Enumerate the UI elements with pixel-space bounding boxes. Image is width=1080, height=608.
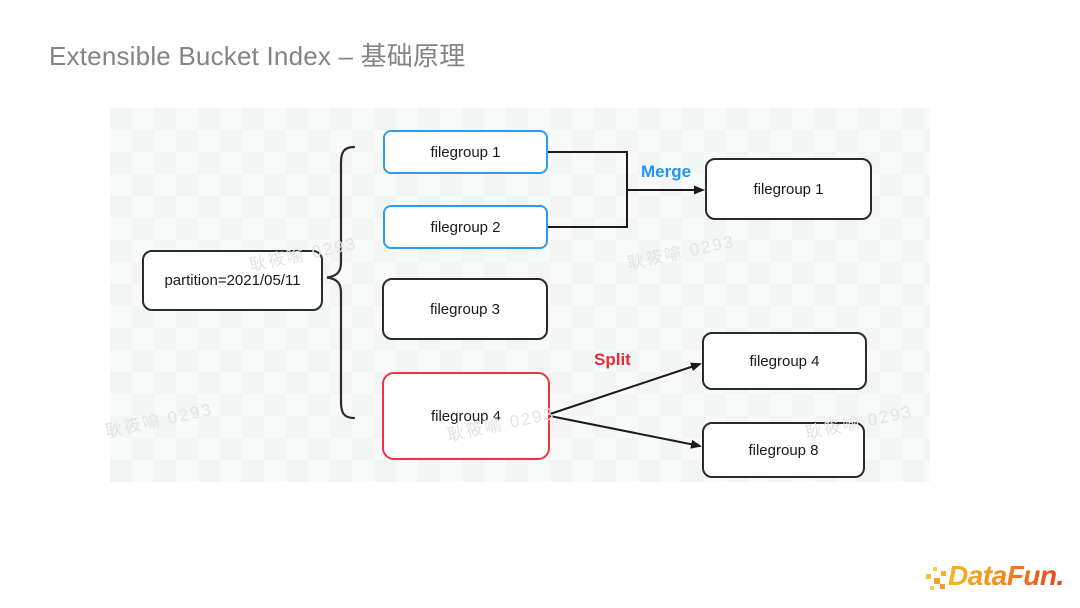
split-arrow-upper bbox=[549, 362, 702, 415]
filegroup1-source-label: filegroup 1 bbox=[430, 143, 501, 161]
logo-pixel-decoration bbox=[930, 586, 934, 590]
filegroup1-source-node: filegroup 1 bbox=[383, 130, 548, 174]
logo-pixel-decoration bbox=[940, 584, 945, 589]
partition-brace bbox=[326, 145, 356, 420]
merge-connector-line bbox=[548, 151, 628, 228]
logo-pixel-decoration bbox=[941, 571, 946, 576]
logo-pixel-decoration bbox=[933, 567, 937, 571]
partition-node: partition=2021/05/11 bbox=[142, 250, 323, 311]
split-label: Split bbox=[594, 350, 631, 369]
logo-pixel-decoration bbox=[934, 578, 940, 584]
filegroup3-source-node: filegroup 3 bbox=[382, 278, 548, 340]
split-target1-node: filegroup 4 bbox=[702, 332, 867, 390]
partition-label: partition=2021/05/11 bbox=[164, 272, 301, 289]
merge-target-label: filegroup 1 bbox=[753, 180, 824, 198]
split-target2-node: filegroup 8 bbox=[702, 422, 865, 478]
split-target1-label: filegroup 4 bbox=[749, 352, 820, 370]
merge-target-node: filegroup 1 bbox=[705, 158, 872, 220]
datafun-logo: DataFun. bbox=[926, 558, 1071, 600]
filegroup4-source-label: filegroup 4 bbox=[430, 407, 502, 425]
merge-label: Merge bbox=[641, 162, 692, 181]
filegroup3-source-label: filegroup 3 bbox=[429, 300, 501, 318]
logo-pixel-decoration bbox=[926, 574, 931, 579]
split-arrow-lower bbox=[549, 415, 702, 449]
filegroup4-source-node: filegroup 4 bbox=[382, 372, 550, 460]
filegroup2-source-node: filegroup 2 bbox=[383, 205, 548, 249]
filegroup2-source-label: filegroup 2 bbox=[430, 218, 501, 236]
logo-wordmark: DataFun. bbox=[948, 560, 1064, 591]
page-title: Extensible Bucket Index – 基础原理 bbox=[49, 41, 466, 71]
split-target2-label: filegroup 8 bbox=[748, 441, 819, 459]
